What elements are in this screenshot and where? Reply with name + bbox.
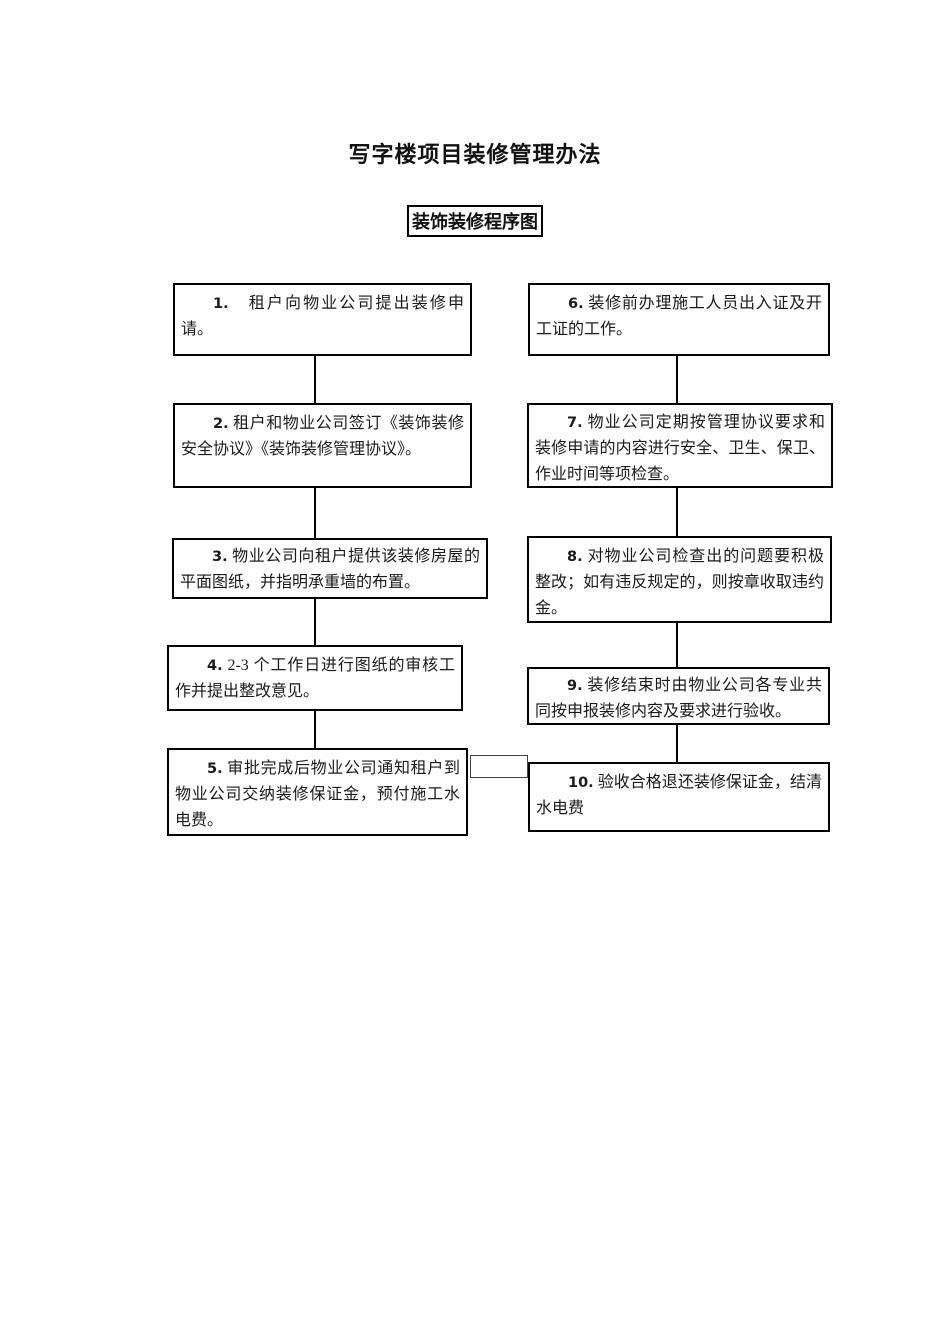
flow-step-10-paragraph: 10. 验收合格退还装修保证金，结清水电费: [536, 770, 822, 822]
flow-step-3-paragraph: 3. 物业公司向租户提供该装修房屋的平面图纸，并指明承重墙的布置。: [180, 544, 480, 596]
flow-step-1: 1. 租户向物业公司提出装修申请。: [173, 283, 472, 356]
flow-step-8-paragraph: 8. 对物业公司检查出的问题要积极整改；如有违反规定的，则按章收取违约金。: [535, 544, 824, 622]
step-2-text: 租户和物业公司签订《装饰装修安全协议》《装饰装修管理协议》。: [181, 415, 464, 458]
step-3-number: 3.: [212, 549, 228, 565]
figure-caption-row: 装饰装修程序图: [0, 205, 950, 237]
connector-line-step2-step3: [314, 488, 316, 538]
connector-line-step8-step9: [676, 623, 678, 667]
flow-step-7-paragraph: 7. 物业公司定期按管理协议要求和装修申请的内容进行安全、卫生、保卫、作业时间等…: [535, 410, 825, 488]
figure-caption: 装饰装修程序图: [407, 205, 543, 237]
step-10-number: 10.: [568, 775, 594, 791]
step-7-text: 物业公司定期按管理协议要求和装修申请的内容进行安全、卫生、保卫、作业时间等项检查…: [535, 414, 825, 483]
flow-step-4-paragraph: 4. 2-3 个工作日进行图纸的审核工作并提出整改意见。: [175, 653, 455, 705]
flow-step-9: 9. 装修结束时由物业公司各专业共同按申报装修内容及要求进行验收。: [527, 667, 830, 725]
connector-line-step7-step8: [676, 488, 678, 536]
flow-step-5: 5. 审批完成后物业公司通知租户到物业公司交纳装修保证金，预付施工水电费。: [167, 748, 468, 836]
flow-step-9-paragraph: 9. 装修结束时由物业公司各专业共同按申报装修内容及要求进行验收。: [535, 673, 822, 725]
connector-line-step1-step2: [314, 356, 316, 403]
flow-step-2-paragraph: 2. 租户和物业公司签订《装饰装修安全协议》《装饰装修管理协议》。: [181, 411, 464, 463]
flow-step-3: 3. 物业公司向租户提供该装修房屋的平面图纸，并指明承重墙的布置。: [172, 538, 488, 599]
flow-step-4: 4. 2-3 个工作日进行图纸的审核工作并提出整改意见。: [167, 645, 463, 711]
document-title: 写字楼项目装修管理办法: [348, 142, 602, 167]
step-1-text: 租户向物业公司提出装修申请。: [181, 295, 464, 338]
step-7-number: 7.: [567, 415, 583, 431]
step-9-number: 9.: [567, 678, 583, 694]
flow-step-6: 6. 装修前办理施工人员出入证及开工证的工作。: [528, 283, 830, 356]
step-3-text: 物业公司向租户提供该装修房屋的平面图纸，并指明承重墙的布置。: [180, 548, 480, 591]
flow-step-6-paragraph: 6. 装修前办理施工人员出入证及开工证的工作。: [536, 291, 822, 343]
step-2-number: 2.: [213, 416, 229, 432]
step-8-text: 对物业公司检查出的问题要积极整改；如有违反规定的，则按章收取违约金。: [535, 548, 824, 617]
step-1-number: 1.: [213, 296, 229, 312]
connector-box-step5-step10: [470, 755, 528, 778]
step-5-number: 5.: [207, 761, 223, 777]
flow-step-8: 8. 对物业公司检查出的问题要积极整改；如有违反规定的，则按章收取违约金。: [527, 536, 832, 623]
flow-step-10: 10. 验收合格退还装修保证金，结清水电费: [528, 762, 830, 832]
step-4-number: 4.: [207, 658, 223, 674]
flow-step-5-paragraph: 5. 审批完成后物业公司通知租户到物业公司交纳装修保证金，预付施工水电费。: [175, 756, 460, 834]
step-6-number: 6.: [568, 296, 584, 312]
step-9-text: 装修结束时由物业公司各专业共同按申报装修内容及要求进行验收。: [535, 677, 822, 720]
flow-step-1-paragraph: 1. 租户向物业公司提出装修申请。: [181, 291, 464, 343]
step-4-text: 2-3 个工作日进行图纸的审核工作并提出整改意见。: [175, 657, 455, 700]
connector-line-step4-step5: [314, 711, 316, 748]
connector-line-step6-step7: [676, 356, 678, 403]
flow-step-7: 7. 物业公司定期按管理协议要求和装修申请的内容进行安全、卫生、保卫、作业时间等…: [527, 403, 833, 488]
step-5-text: 审批完成后物业公司通知租户到物业公司交纳装修保证金，预付施工水电费。: [175, 760, 460, 829]
step-8-number: 8.: [567, 549, 583, 565]
step-6-text: 装修前办理施工人员出入证及开工证的工作。: [536, 295, 822, 338]
step-10-text: 验收合格退还装修保证金，结清水电费: [536, 774, 822, 817]
flow-step-2: 2. 租户和物业公司签订《装饰装修安全协议》《装饰装修管理协议》。: [173, 403, 472, 488]
connector-line-step9-step10: [676, 725, 678, 762]
connector-line-step3-step4: [314, 599, 316, 645]
